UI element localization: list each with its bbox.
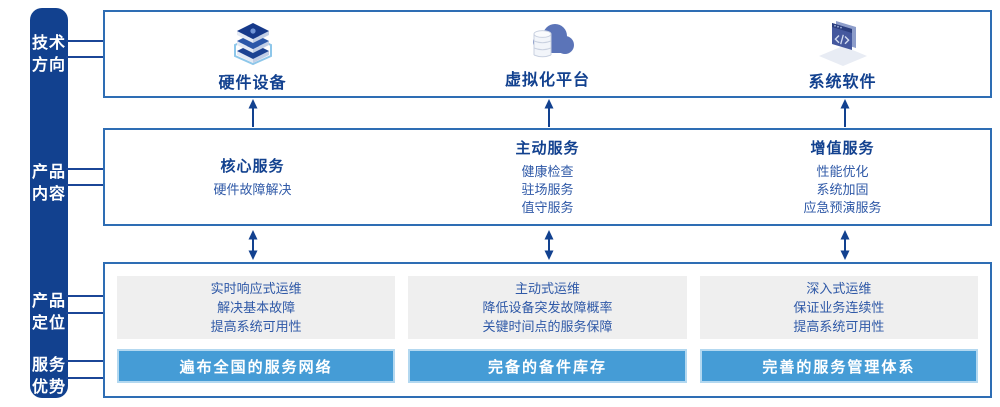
positioning-point: 保证业务连续性 bbox=[793, 300, 885, 315]
positioning-point: 提高系统可用性 bbox=[793, 319, 885, 334]
advantage-banner: 遍布全国的服务网络 bbox=[117, 349, 396, 383]
connector-line bbox=[66, 184, 104, 186]
connector-line bbox=[66, 312, 104, 314]
tech-item-system-software: 系统软件 bbox=[695, 12, 990, 96]
service-column-core: 核心服务 硬件故障解决 bbox=[105, 130, 400, 224]
service-title: 主动服务 bbox=[515, 140, 580, 157]
sidebar-label-line: 定位 bbox=[31, 315, 66, 332]
positioning-point: 深入式运维 bbox=[806, 281, 872, 296]
service-title: 增值服务 bbox=[810, 140, 875, 157]
double-arrow-icon bbox=[840, 230, 850, 260]
code-window-icon bbox=[818, 21, 867, 66]
advantage-banner: 完善的服务管理体系 bbox=[699, 349, 978, 383]
positioning-points-panel: 主动式运维 降低设备突发故障概率 关键时间点的服务保障 bbox=[408, 276, 687, 339]
sidebar-label-line: 产品 bbox=[31, 164, 66, 181]
positioning-column-realtime: 实时响应式运维 解决基本故障 提高系统可用性 遍布全国的服务网络 bbox=[117, 276, 396, 383]
connector-line bbox=[66, 295, 104, 297]
positioning-points-panel: 深入式运维 保证业务连续性 提高系统可用性 bbox=[699, 276, 978, 339]
sidebar-label-line: 优势 bbox=[31, 379, 66, 396]
cloud-database-icon bbox=[532, 24, 574, 58]
tech-item-label: 硬件设备 bbox=[218, 75, 287, 92]
tech-item-hardware: 硬件设备 bbox=[105, 12, 400, 96]
service-item: 驻场服务 bbox=[521, 182, 574, 197]
service-item: 应急预演服务 bbox=[803, 200, 882, 215]
connector-line bbox=[66, 168, 104, 170]
connector-line bbox=[66, 360, 104, 362]
advantage-banner: 完备的备件库存 bbox=[408, 349, 687, 383]
server-stack-icon bbox=[233, 23, 272, 66]
sidebar-label-tech-direction: 技术 方向 bbox=[26, 33, 72, 77]
service-item: 值守服务 bbox=[521, 200, 574, 215]
sidebar-label-product-positioning: 产品 定位 bbox=[26, 291, 72, 335]
service-title: 核心服务 bbox=[220, 158, 285, 175]
tech-item-virtualization: 虚拟化平台 bbox=[400, 12, 695, 96]
up-arrow-icon bbox=[544, 99, 554, 127]
up-arrow-icon bbox=[248, 99, 258, 127]
service-column-value-added: 增值服务 性能优化 系统加固 应急预演服务 bbox=[695, 130, 990, 224]
connector-line bbox=[66, 40, 104, 42]
double-arrow-icon bbox=[248, 230, 258, 260]
sidebar-label-line: 方向 bbox=[31, 57, 66, 74]
sidebar-label-line: 服务 bbox=[31, 357, 66, 374]
category-sidebar: 技术 方向 产品 内容 产品 定位 服务 优势 bbox=[30, 8, 68, 398]
positioning-point: 关键时间点的服务保障 bbox=[482, 319, 613, 334]
sidebar-label-line: 产品 bbox=[31, 293, 66, 310]
sidebar-label-product-content: 产品 内容 bbox=[26, 162, 72, 206]
connector-line bbox=[66, 56, 104, 58]
tech-item-label: 系统软件 bbox=[808, 74, 877, 91]
tech-direction-panel: 硬件设备 虚拟化平台 bbox=[103, 10, 992, 98]
up-arrow-icon bbox=[840, 99, 850, 127]
positioning-point: 降低设备突发故障概率 bbox=[482, 300, 613, 315]
connector-line bbox=[66, 377, 104, 379]
product-content-panel: 核心服务 硬件故障解决 主动服务 健康检查 驻场服务 值守服务 增值服务 性能优… bbox=[103, 128, 992, 226]
service-item: 性能优化 bbox=[816, 164, 869, 179]
service-item: 健康检查 bbox=[521, 164, 574, 179]
tech-item-label: 虚拟化平台 bbox=[504, 72, 590, 89]
positioning-column-proactive: 主动式运维 降低设备突发故障概率 关键时间点的服务保障 完备的备件库存 bbox=[408, 276, 687, 383]
positioning-points-panel: 实时响应式运维 解决基本故障 提高系统可用性 bbox=[117, 276, 396, 339]
service-column-proactive: 主动服务 健康检查 驻场服务 值守服务 bbox=[400, 130, 695, 224]
service-item: 硬件故障解决 bbox=[213, 182, 292, 197]
service-item: 系统加固 bbox=[816, 182, 869, 197]
positioning-point: 解决基本故障 bbox=[217, 300, 296, 315]
product-positioning-panel: 实时响应式运维 解决基本故障 提高系统可用性 遍布全国的服务网络 主动式运维 降… bbox=[103, 262, 992, 398]
positioning-point: 实时响应式运维 bbox=[210, 281, 302, 296]
double-arrow-icon bbox=[544, 230, 554, 260]
sidebar-label-service-advantage: 服务 优势 bbox=[26, 355, 72, 399]
sidebar-label-line: 技术 bbox=[31, 35, 66, 52]
positioning-column-indepth: 深入式运维 保证业务连续性 提高系统可用性 完善的服务管理体系 bbox=[699, 276, 978, 383]
positioning-point: 提高系统可用性 bbox=[210, 319, 302, 334]
sidebar-label-line: 内容 bbox=[31, 186, 66, 203]
positioning-point: 主动式运维 bbox=[514, 281, 580, 296]
